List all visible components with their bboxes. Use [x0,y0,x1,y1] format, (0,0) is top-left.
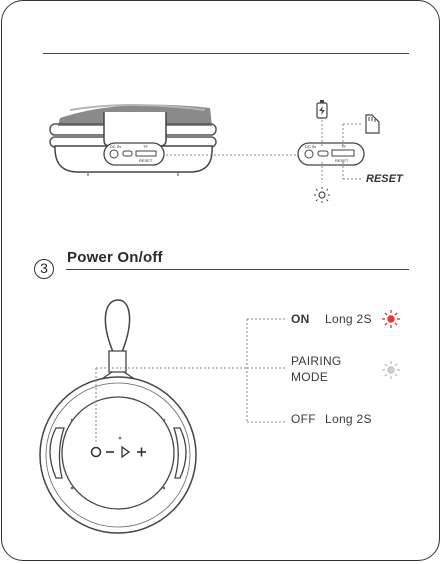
off-duration: Long 2S [325,412,372,426]
off-label: OFF [291,412,316,426]
